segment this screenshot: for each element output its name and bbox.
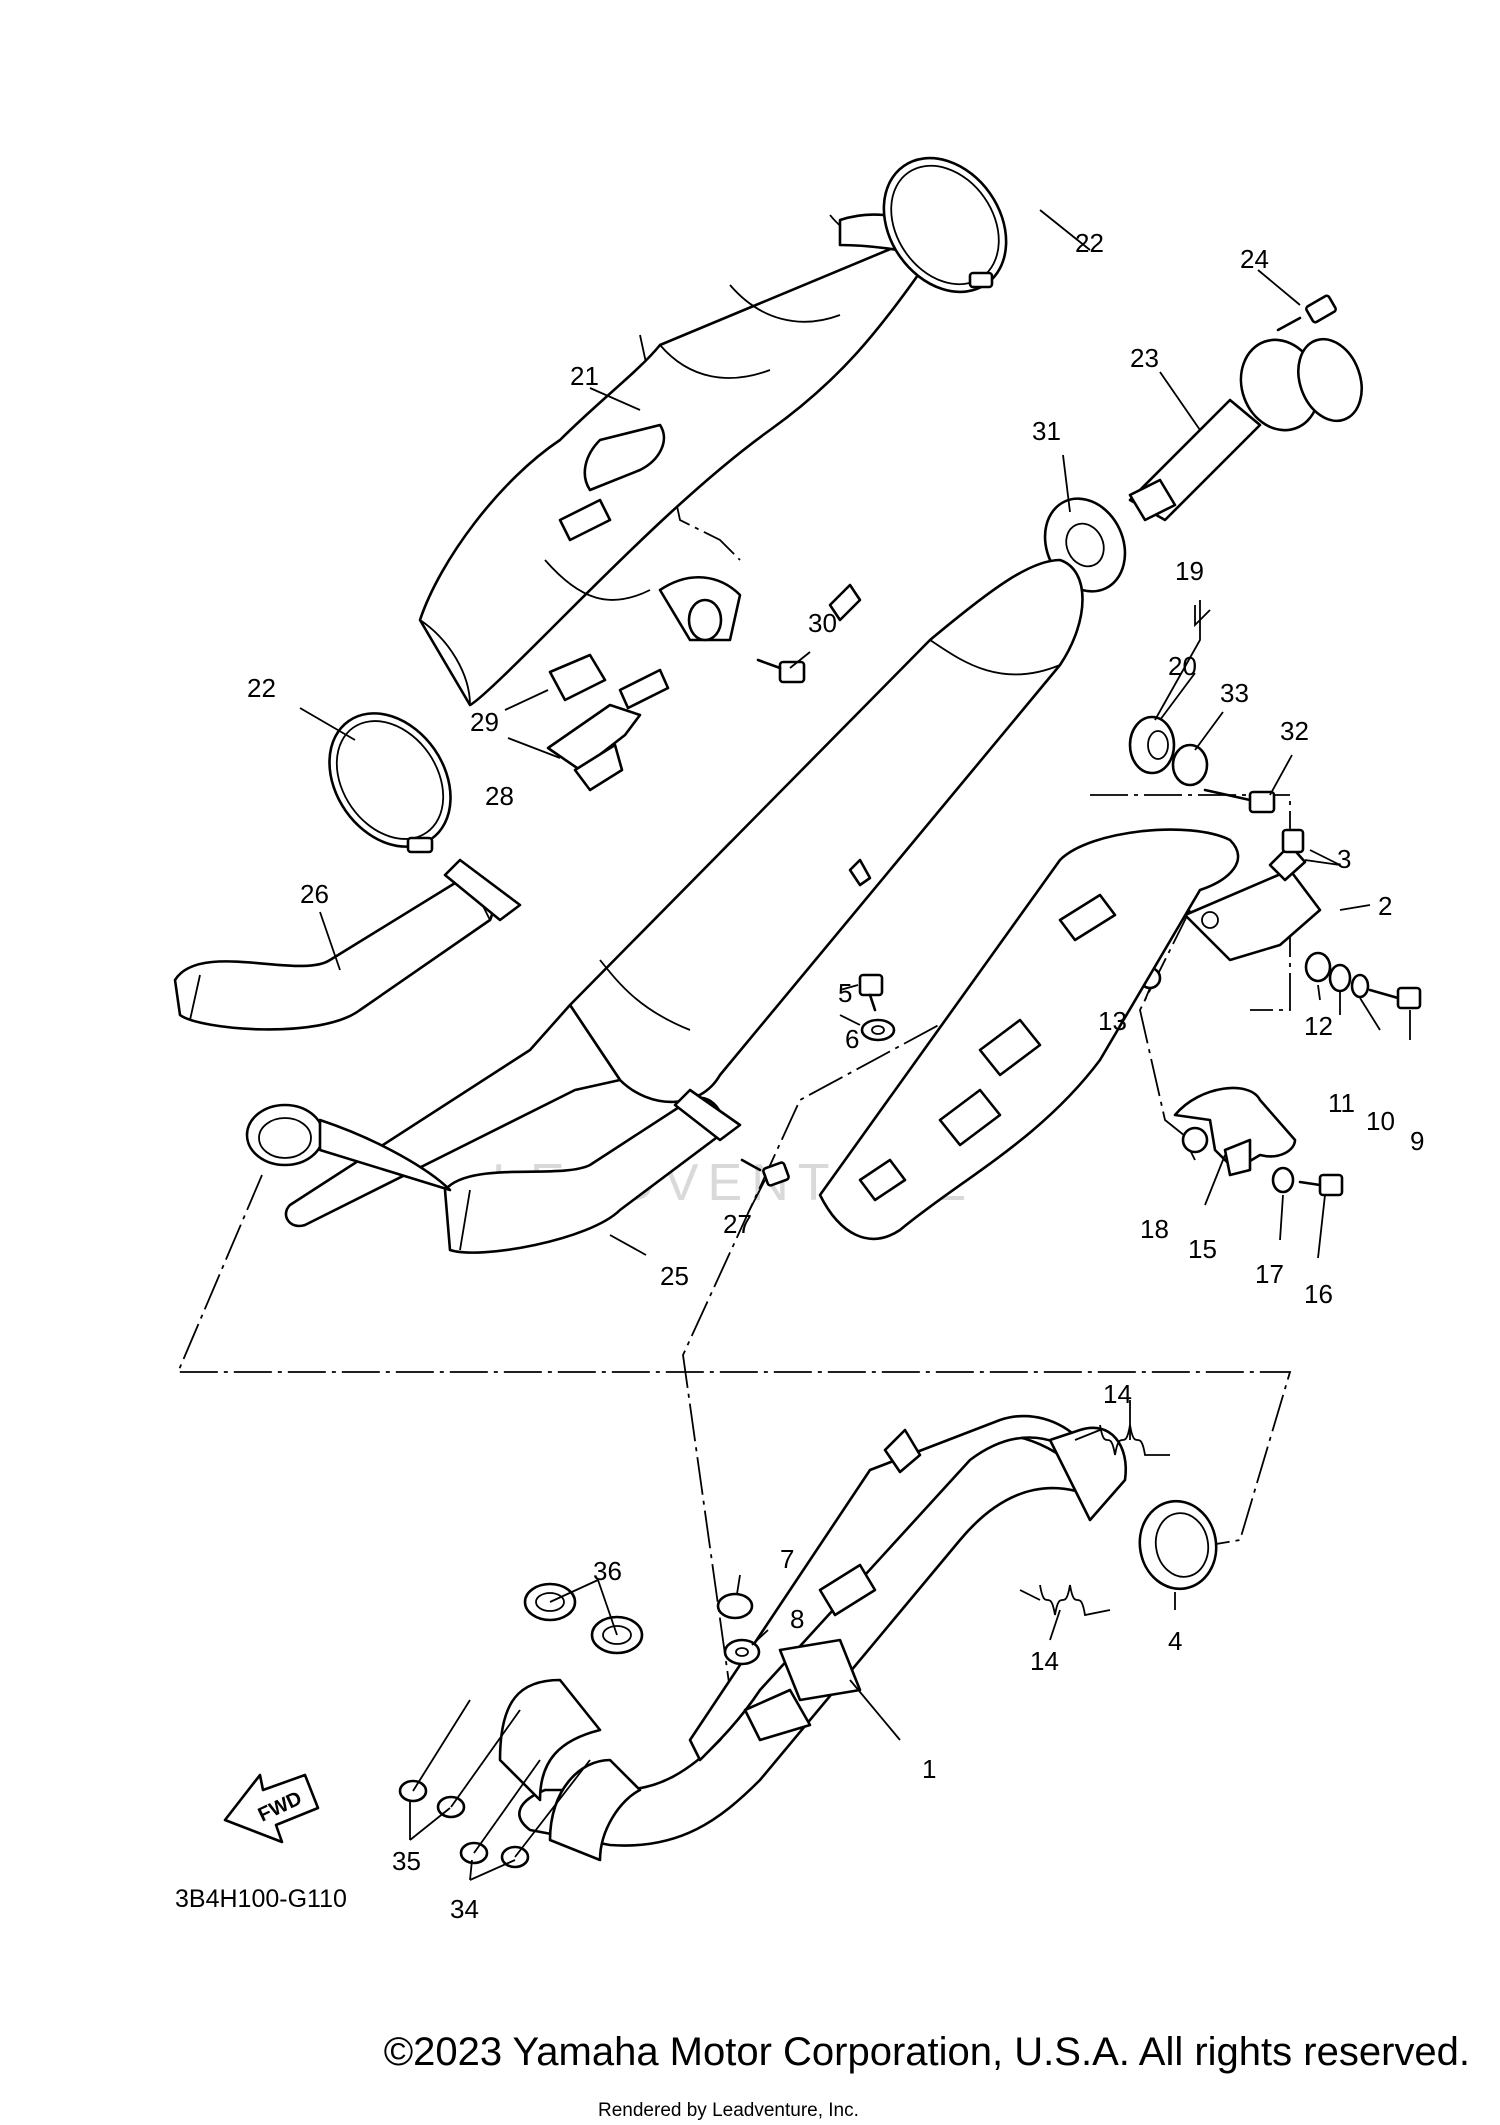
part-21-protector	[418, 213, 938, 707]
callout-17: 17	[1255, 1259, 1284, 1289]
callout-35: 35	[392, 1846, 421, 1876]
part-19-muffler	[284, 558, 1084, 1228]
part-pipe-inlet	[245, 1103, 452, 1192]
part-7-washer	[716, 1592, 754, 1620]
part-6-washer	[860, 1018, 896, 1042]
callout-15: 15	[1188, 1234, 1217, 1264]
callout-23: 23	[1130, 343, 1159, 373]
part-28-bracket	[546, 668, 670, 792]
callout-13: 13	[1098, 1006, 1127, 1036]
part-32-bolt	[1203, 788, 1276, 814]
part-1-exhaust-pipe	[498, 1414, 1128, 1862]
callout-19: 19	[1175, 556, 1204, 586]
callout-8: 8	[790, 1604, 804, 1634]
callout-2: 2	[1378, 891, 1392, 921]
part-4-gasket	[1138, 1499, 1218, 1591]
callout-21: 21	[570, 361, 599, 391]
part-side-cover	[818, 828, 1240, 1241]
part-15-guard	[1173, 1086, 1297, 1177]
callout-27: 27	[723, 1209, 752, 1239]
part-5-bolt	[858, 973, 884, 1012]
callout-14-lower: 14	[1030, 1646, 1059, 1676]
part-20-damper	[1128, 715, 1176, 775]
copyright-notice: ©2023 Yamaha Motor Corporation, U.S.A. A…	[383, 2030, 1470, 2074]
part-8-washer	[723, 1638, 761, 1666]
part-18-collar	[1181, 1126, 1209, 1154]
callout-1: 1	[922, 1754, 936, 1784]
diagram-code: 3B4H100-G110	[175, 1885, 347, 1913]
part-33-collar	[1171, 743, 1209, 787]
callout-6: 6	[845, 1024, 859, 1054]
part-3-nut	[1281, 828, 1305, 854]
part-17-washer	[1271, 1166, 1295, 1194]
callout-30: 30	[808, 608, 837, 638]
callout-4: 4	[1168, 1626, 1182, 1656]
callout-22-upper: 22	[1075, 228, 1104, 258]
callout-20: 20	[1168, 651, 1197, 681]
callout-labels: 21 22 24 23 31 22 30 19 20 33 32 3 2 29 …	[175, 228, 1424, 1924]
part-29-damper	[548, 653, 607, 702]
part-12-collar	[1304, 951, 1332, 983]
part-27-screw	[740, 1158, 790, 1187]
callout-12: 12	[1304, 1011, 1333, 1041]
callout-26: 26	[300, 879, 329, 909]
callout-22-lower: 22	[247, 673, 276, 703]
part-23-tail-pipe	[1128, 337, 1363, 522]
part-14-spring-lower	[1019, 1584, 1111, 1617]
callout-11: 11	[1328, 1088, 1355, 1118]
leader-lines	[299, 209, 1411, 1881]
callout-32: 32	[1280, 716, 1309, 746]
callout-3: 3	[1337, 844, 1351, 874]
part-25-protector	[443, 1088, 742, 1254]
callout-18: 18	[1140, 1214, 1169, 1244]
part-10-washer	[1350, 973, 1370, 999]
callout-28: 28	[485, 781, 514, 811]
fwd-arrow-icon: FWD	[223, 1773, 320, 1844]
part-2-bracket	[1183, 843, 1322, 962]
callout-9: 9	[1410, 1126, 1424, 1156]
callout-31: 31	[1032, 416, 1061, 446]
callout-29: 29	[470, 707, 499, 737]
callout-24: 24	[1240, 244, 1269, 274]
part-14-spring-upper	[1074, 1424, 1170, 1456]
callout-34: 34	[450, 1894, 479, 1924]
callout-25: 25	[660, 1261, 689, 1291]
callout-7: 7	[780, 1544, 794, 1574]
part-36-gaskets	[523, 1582, 644, 1655]
part-22-clamp-lower	[328, 712, 452, 854]
callout-36: 36	[593, 1556, 622, 1586]
part-26-protector	[173, 858, 522, 1031]
part-11-washer	[1328, 963, 1352, 993]
rendered-by-notice: Rendered by Leadventure, Inc.	[598, 2100, 859, 2121]
part-24-bolt	[1276, 294, 1337, 332]
callout-33: 33	[1220, 678, 1249, 708]
part-16-bolt	[1298, 1173, 1344, 1197]
callout-14-upper: 14	[1103, 1379, 1132, 1409]
part-30-bolt	[756, 658, 806, 684]
callout-10: 10	[1366, 1106, 1395, 1136]
part-9-bolt	[1368, 986, 1422, 1010]
part-22-clamp-upper	[882, 156, 1008, 294]
callout-5: 5	[838, 978, 852, 1008]
callout-16: 16	[1304, 1279, 1333, 1309]
